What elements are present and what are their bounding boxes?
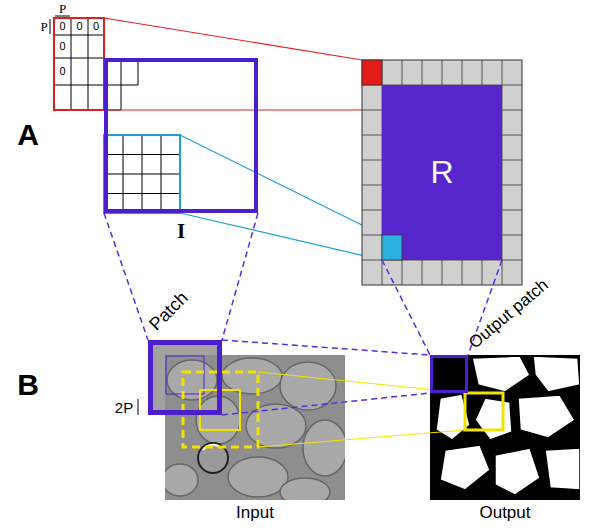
inner-window: [104, 135, 180, 213]
zero-value: 0: [76, 21, 82, 32]
label-holder: B: [17, 370, 39, 400]
blob: [495, 448, 540, 495]
node-label: Output: [479, 503, 530, 523]
node-label: R: [430, 154, 453, 191]
output-image: Output patchOutput: [430, 355, 580, 500]
size-bar: [138, 399, 139, 415]
projection-lines: [222, 340, 430, 415]
panel-letter: B: [17, 370, 39, 400]
result-region: [382, 85, 502, 260]
cell: [280, 478, 330, 500]
cell: [228, 457, 288, 497]
red-cell: [362, 60, 382, 85]
padding-symbol: P: [59, 2, 66, 15]
cell: [165, 464, 198, 496]
label-holder: 0: [76, 21, 82, 32]
cell: [280, 362, 336, 410]
label-holder: 0: [59, 66, 65, 77]
padding-symbol: P: [40, 20, 47, 33]
size-label: 2P: [115, 400, 133, 415]
output-patch-box: Output patch: [430, 355, 468, 393]
grid-lines: [104, 135, 180, 213]
blob: [472, 356, 530, 392]
cell: [303, 420, 345, 476]
blob: [440, 445, 490, 490]
input-tile-box: I: [104, 58, 258, 213]
zero-value: 0: [59, 21, 65, 32]
patch-box: Patch: [148, 340, 222, 415]
blob: [475, 398, 512, 440]
grid-lines: [54, 18, 138, 110]
result-region-box: R: [382, 85, 502, 260]
label-holder: P: [59, 2, 66, 15]
border-cells: [362, 60, 522, 285]
label-holder: 0: [93, 21, 99, 32]
cell-lines: [362, 60, 522, 285]
label-holder: 0: [59, 41, 65, 52]
node-label: I: [177, 219, 185, 244]
zero-value: 0: [59, 66, 65, 77]
yellow-output: [465, 393, 503, 430]
cell: [246, 404, 306, 448]
width-bar: [55, 16, 70, 17]
blob: [545, 448, 580, 490]
label-holder: 2P: [115, 400, 133, 415]
blob: [533, 356, 580, 392]
blob: [518, 395, 575, 438]
label-holder: A: [17, 120, 39, 150]
node-label: Input: [236, 503, 274, 523]
yellow-ray: [258, 430, 465, 447]
zero-value: 0: [93, 21, 99, 32]
cyan-cell: [382, 235, 402, 260]
cell: [222, 358, 282, 394]
red-ray: [104, 109, 362, 110]
red-ray: [104, 18, 362, 60]
cells: [165, 358, 345, 500]
output-mask: [430, 355, 580, 500]
inner-patch: [166, 356, 204, 394]
padding-window: [54, 18, 104, 110]
projection-lines: [104, 213, 258, 340]
input-image: Input: [165, 355, 345, 500]
cyan-ray: [180, 213, 382, 260]
panel-letter: A: [17, 120, 39, 150]
grid-border: [362, 60, 522, 285]
label-holder: P: [40, 20, 47, 33]
node-label: Patch: [145, 288, 192, 335]
node-label: Output patch: [465, 275, 552, 353]
height-bar: [50, 19, 51, 34]
zero-value: 0: [59, 41, 65, 52]
label-holder: 0: [59, 21, 65, 32]
